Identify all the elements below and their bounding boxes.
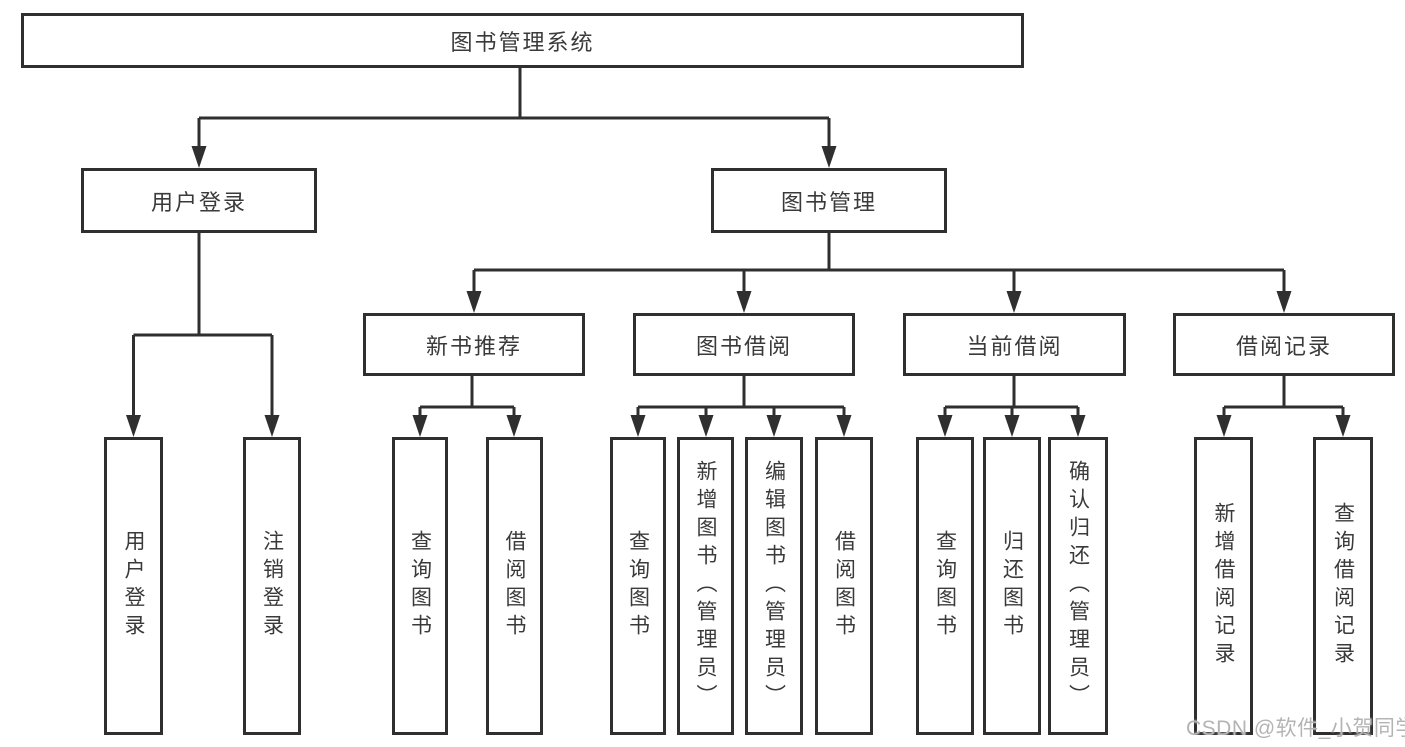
node-borrow-records: 借阅记录 [1173, 313, 1395, 376]
leaf-add-book-admin-label: 新增图书（管理员） [694, 460, 717, 712]
leaf-borrow-books-recommend: 借阅图书 [486, 437, 543, 735]
arrow-icon [1335, 415, 1351, 437]
leaf-query-borrow-record: 查询借阅记录 [1313, 437, 1373, 735]
node-book-management: 图书管理 [711, 168, 947, 233]
arrow-icon [736, 291, 752, 313]
arrow-icon [264, 415, 280, 437]
leaf-add-borrow-record-label: 新增借阅记录 [1212, 502, 1235, 670]
node-user-login: 用户登录 [81, 168, 317, 233]
arrow-icon [836, 415, 852, 437]
leaf-borrow-books-label: 借阅图书 [832, 530, 856, 642]
connector-book-borrow-to-leaves [636, 376, 846, 416]
node-current-borrow-label: 当前借阅 [966, 333, 1063, 359]
leaf-borrow-books-recommend-label: 借阅图书 [503, 530, 526, 642]
leaf-logout-label: 注销登录 [260, 530, 284, 642]
arrow-icon [1216, 415, 1232, 437]
leaf-add-book-admin: 新增图书（管理员） [677, 437, 734, 735]
arrow-icon [821, 146, 837, 168]
leaf-query-books-current-label: 查询图书 [933, 530, 957, 642]
leaf-add-borrow-record: 新增借阅记录 [1194, 437, 1253, 735]
leaf-borrow-books: 借阅图书 [815, 437, 873, 735]
arrow-icon [766, 415, 782, 437]
leaf-edit-book-admin: 编辑图书（管理员） [745, 437, 803, 735]
arrowheads [126, 146, 1351, 437]
arrow-icon [698, 415, 714, 437]
arrow-icon [1006, 291, 1022, 313]
arrow-icon [191, 146, 207, 168]
node-new-book-recommend: 新书推荐 [363, 313, 585, 376]
leaf-edit-book-admin-label: 编辑图书（管理员） [762, 460, 786, 712]
node-book-borrow-label: 图书借阅 [695, 333, 792, 359]
leaf-query-books-borrow-label: 查询图书 [626, 530, 650, 642]
connector-book-management-to-level3 [472, 233, 1286, 292]
connector-new-book-to-leaves [418, 376, 516, 416]
node-book-borrow: 图书借阅 [633, 313, 855, 376]
leaf-query-books-current: 查询图书 [916, 437, 974, 735]
connector-records-to-leaves [1222, 376, 1345, 416]
leaf-user-login-label: 用户登录 [122, 530, 145, 642]
node-root-label: 图书管理系统 [450, 29, 595, 55]
arrow-icon [1070, 415, 1086, 437]
arrow-icon [126, 415, 141, 437]
leaf-return-book-label: 归还图书 [1000, 530, 1024, 642]
connector-current-borrow-to-leaves [943, 376, 1080, 416]
arrow-icon [466, 291, 482, 313]
leaf-query-borrow-record-label: 查询借阅记录 [1331, 502, 1355, 670]
node-new-book-recommend-label: 新书推荐 [425, 333, 522, 359]
leaf-confirm-return-admin: 确认归还（管理员） [1048, 437, 1108, 735]
leaf-query-books-recommend: 查询图书 [392, 437, 448, 735]
arrow-icon [506, 415, 522, 437]
node-book-management-label: 图书管理 [780, 189, 877, 215]
leaf-return-book: 归还图书 [983, 437, 1041, 735]
leaf-confirm-return-admin-label: 确认归还（管理员） [1066, 460, 1090, 712]
leaf-user-login: 用户登录 [104, 437, 163, 735]
watermark: CSDN @软件_小贺同学 [1186, 717, 1405, 740]
connector-user-login-to-leaves [132, 233, 274, 416]
arrow-icon [1276, 291, 1292, 313]
node-borrow-records-label: 借阅记录 [1235, 333, 1332, 359]
arrow-icon [412, 415, 428, 437]
arrow-icon [1004, 415, 1020, 437]
node-current-borrow: 当前借阅 [903, 313, 1126, 376]
arrow-icon [630, 415, 646, 437]
node-user-login-label: 用户登录 [150, 189, 247, 215]
node-root: 图书管理系统 [21, 13, 1024, 68]
arrow-icon [937, 415, 953, 437]
leaf-logout: 注销登录 [243, 437, 301, 735]
connector-root-to-level2 [197, 68, 831, 147]
leaf-query-books-recommend-label: 查询图书 [408, 530, 432, 642]
leaf-query-books-borrow: 查询图书 [610, 437, 666, 735]
